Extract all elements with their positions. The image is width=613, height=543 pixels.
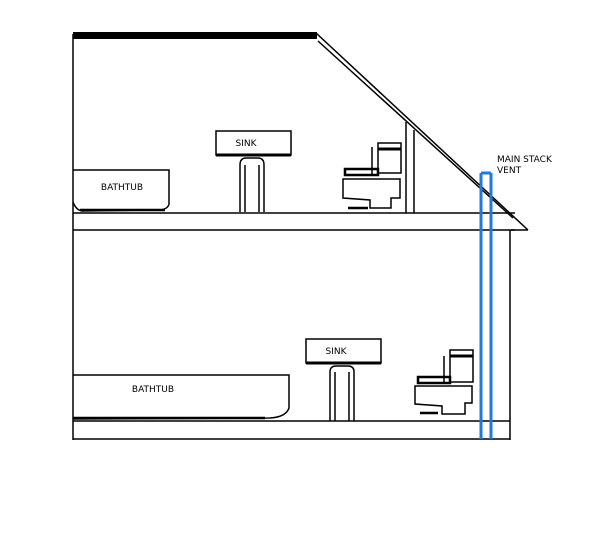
main-stack-vent-pipe xyxy=(479,171,493,439)
lower-sink xyxy=(305,338,382,421)
ceiling-beam xyxy=(73,32,317,39)
upper-bathtub xyxy=(72,169,170,212)
roof-slope-inner xyxy=(317,40,514,219)
house-outline xyxy=(72,32,529,440)
lower-sink-label: SINK xyxy=(325,347,347,357)
lower-bathtub-label: BATHTUB xyxy=(132,385,174,395)
vent-label-line2: VENT xyxy=(497,166,522,176)
lower-toilet xyxy=(414,349,474,415)
upper-toilet xyxy=(342,142,402,210)
roof-slope-outer xyxy=(315,32,529,231)
upper-sink xyxy=(215,130,292,212)
lower-bathtub xyxy=(72,374,290,420)
vent-label-line1: MAIN STACK xyxy=(497,155,553,165)
upper-sink-label: SINK xyxy=(235,139,257,149)
upper-bathtub-label: BATHTUB xyxy=(101,183,143,193)
